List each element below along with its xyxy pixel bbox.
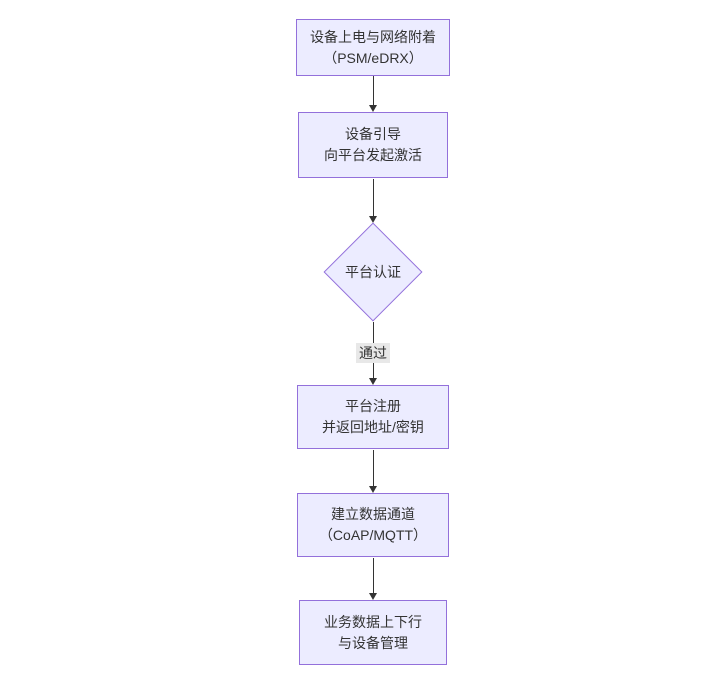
edge-line [373,450,374,487]
node-label-line: 建立数据通道 [331,506,415,522]
arrowhead-icon [369,216,377,223]
edge-arrow [367,76,380,112]
edge-line [373,76,374,106]
edge-arrow [367,558,380,600]
node-platform-auth-decision: 平台认证 [323,222,423,322]
node-label-line: 向平台发起激活 [324,147,422,163]
node-label-line: 平台注册 [345,398,401,414]
node-business-data-device-mgmt: 业务数据上下行 与设备管理 [299,600,447,665]
node-device-bootstrap: 设备引导 向平台发起激活 [298,112,448,178]
node-label-line: （CoAP/MQTT） [318,527,428,543]
arrowhead-icon [369,486,377,493]
node-label-line: 设备引导 [345,126,401,142]
arrowhead-icon [369,593,377,600]
node-power-on-network-attach: 设备上电与网络附着 （PSM/eDRX） [296,19,450,76]
node-label-line: 并返回地址/密钥 [322,419,424,435]
node-label-line: 与设备管理 [338,634,408,651]
edge-label-pass: 通过 [356,343,390,363]
edge-line [373,558,374,594]
edge-arrow [367,450,380,493]
node-label-line: 平台认证 [345,264,401,280]
node-label-line: （PSM/eDRX） [323,49,423,66]
node-label-line: 设备上电与网络附着 [310,28,436,45]
arrowhead-icon [369,378,377,385]
arrowhead-icon [369,105,377,112]
edge-arrow [367,179,380,223]
edge-line [373,179,374,217]
node-data-channel: 建立数据通道 （CoAP/MQTT） [297,493,449,557]
node-platform-register: 平台注册 并返回地址/密钥 [297,385,449,449]
node-label-line: 业务数据上下行 [324,613,422,630]
